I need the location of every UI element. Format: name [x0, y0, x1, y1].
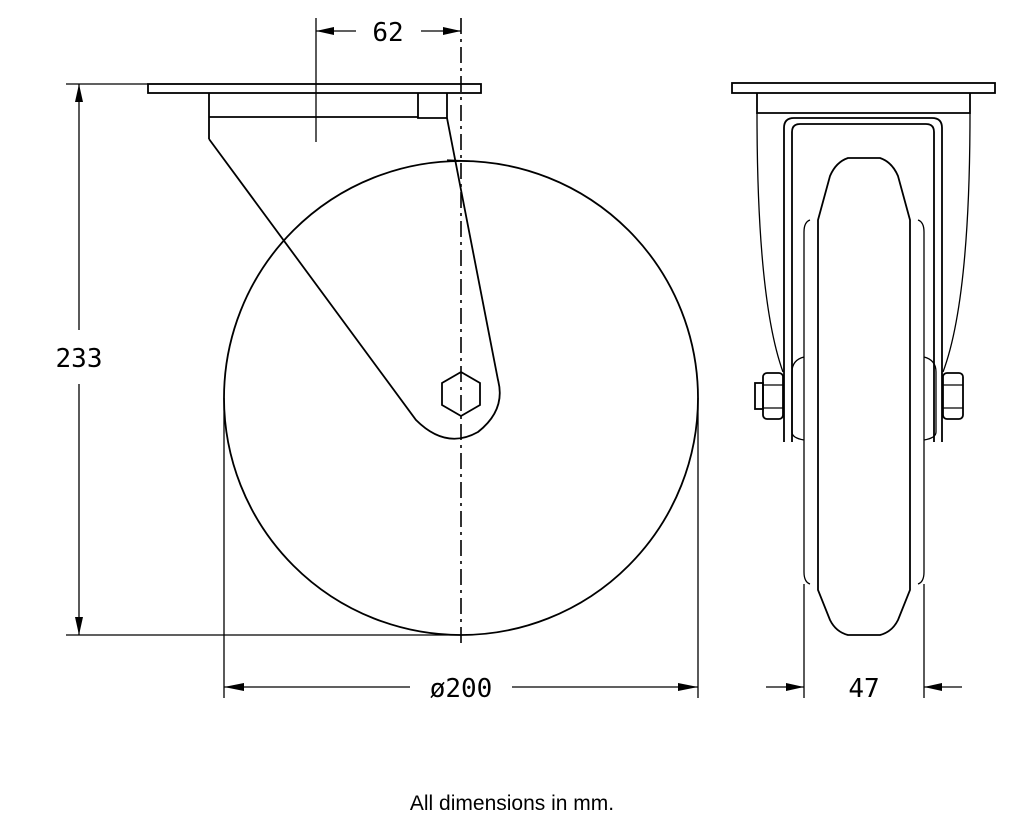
dimension-width: 47 — [766, 674, 962, 704]
offset-label: 62 — [372, 18, 403, 48]
height-label: 233 — [56, 344, 103, 374]
bracket-outer — [756, 93, 971, 114]
swivel-head-right — [417, 93, 448, 119]
dimension-diameter: ø200 — [223, 398, 699, 704]
boss-left — [791, 356, 805, 441]
width-label: 47 — [848, 674, 879, 704]
fork-left — [783, 117, 943, 442]
front-view — [147, 18, 699, 645]
diameter-label: ø200 — [430, 674, 493, 704]
top-plate — [147, 83, 482, 94]
tyre-outline — [817, 157, 911, 636]
dimension-offset: 62 — [316, 18, 461, 48]
axle-tip — [754, 382, 764, 410]
units-note: All dimensions in mm. — [409, 792, 615, 815]
swivel-head — [208, 93, 419, 139]
boss-right — [923, 356, 937, 441]
axle-nut-right — [942, 372, 964, 420]
fork-inner — [791, 123, 935, 442]
axle-nut-left — [762, 372, 784, 420]
dimension-height: 233 — [56, 83, 461, 636]
fork-curve-right — [942, 112, 971, 373]
fork-curve-left — [756, 112, 784, 373]
hub-left — [803, 219, 811, 585]
side-top-plate — [731, 82, 996, 94]
small-tick — [446, 159, 471, 162]
hub-right — [917, 219, 925, 585]
fork-leg — [208, 117, 501, 440]
side-view — [731, 82, 996, 698]
